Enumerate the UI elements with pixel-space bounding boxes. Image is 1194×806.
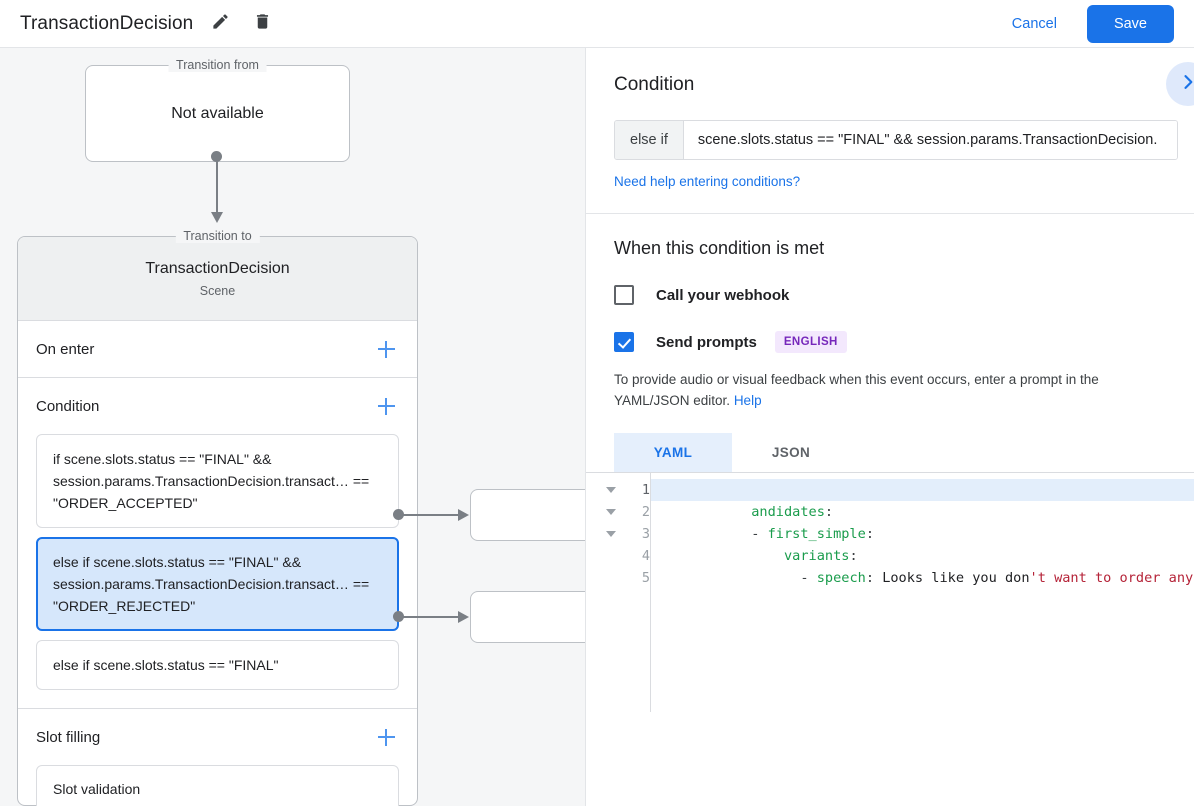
code-line: variants: — [651, 523, 1194, 564]
add-slot-filling-plus-icon[interactable] — [373, 724, 399, 750]
condition-detail-pane: Condition else if Need help entering con… — [585, 48, 1194, 806]
fold-toggle[interactable] — [598, 523, 624, 545]
when-condition-met-title: When this condition is met — [614, 238, 825, 258]
need-help-conditions-link[interactable]: Need help entering conditions? — [614, 174, 801, 189]
edge-line-rejected — [398, 616, 460, 618]
edge-arrow-accepted — [458, 509, 469, 521]
code-prefix: - — [751, 570, 817, 586]
scene-subtitle: Scene — [199, 283, 236, 298]
scene-header: TransactionDecision Scene — [18, 237, 417, 321]
help-link[interactable]: Help — [733, 393, 762, 408]
when-condition-met-section: When this condition is met Call your web… — [586, 214, 1194, 712]
detail-title: Condition — [614, 74, 695, 95]
delete-button[interactable] — [247, 9, 277, 39]
transition-to-card: Transition to TransactionDecision Scene … — [17, 229, 418, 806]
section-title-slot-filling: Slot filling — [36, 728, 101, 746]
target-box-accepted[interactable] — [470, 489, 585, 541]
code-prefix — [751, 548, 784, 564]
code-line: andidates: — [651, 479, 1194, 520]
code-prefix: - — [751, 526, 768, 542]
code-key: variants — [783, 548, 850, 564]
code-punc: : — [865, 570, 883, 586]
body-wrapper: Transition from Not available Transition… — [0, 48, 1194, 806]
scene-graph-pane: Transition from Not available Transition… — [0, 48, 585, 806]
condition-card[interactable]: if scene.slots.status == "FINAL" && sess… — [36, 434, 399, 528]
app-header: TransactionDecision Cancel Save — [0, 0, 1194, 48]
cancel-button[interactable]: Cancel — [996, 7, 1073, 41]
section-condition: Condition if scene.slots.status == "FINA… — [18, 378, 417, 709]
code-key: speech — [816, 570, 866, 586]
section-header-on-enter: On enter — [36, 321, 399, 377]
edit-button[interactable] — [205, 9, 235, 39]
yaml-code-editor[interactable]: 1 2 3 4 5 andidates: - first_simple: var… — [586, 472, 1194, 712]
line-number: 2 — [641, 504, 650, 520]
fold-toggle[interactable] — [598, 501, 624, 523]
code-key: andidates — [751, 504, 825, 520]
line-number: 3 — [641, 526, 650, 542]
edge-arrow-rejected — [458, 611, 469, 623]
chevron-down-icon — [606, 531, 616, 537]
transition-from-legend: Transition from — [168, 58, 267, 72]
fold-toggle[interactable] — [598, 479, 624, 501]
chevron-down-icon — [606, 509, 616, 515]
line-number: 1 — [641, 482, 650, 498]
tab-json[interactable]: JSON — [771, 445, 811, 460]
code-string: 't want to order anyt — [1029, 570, 1194, 586]
section-header-slot-filling: Slot filling — [36, 709, 399, 765]
transition-from-box: Transition from Not available — [85, 58, 350, 162]
send-prompts-checkbox[interactable] — [614, 332, 634, 352]
prompts-helper-text: To provide audio or visual feedback when… — [614, 369, 1174, 411]
line-number: 4 — [641, 548, 650, 564]
condition-input-row[interactable]: else if — [614, 120, 1178, 160]
tab-yaml[interactable]: YAML — [614, 433, 732, 472]
condition-expression-input[interactable] — [683, 121, 1177, 159]
header-actions: Cancel Save — [996, 4, 1194, 43]
editor-format-tabs: YAML JSON — [614, 433, 1166, 472]
trash-icon — [253, 12, 272, 36]
slot-validation-card[interactable]: Slot validation — [36, 765, 399, 806]
section-title-condition: Condition — [36, 397, 100, 415]
editor-code-area[interactable]: andidates: - first_simple: variants: - s… — [650, 473, 1194, 712]
section-title-on-enter: On enter — [36, 340, 95, 358]
page-title: TransactionDecision — [20, 12, 194, 34]
language-badge: ENGLISH — [774, 331, 847, 353]
section-on-enter: On enter — [18, 321, 417, 378]
connector-line — [216, 156, 218, 218]
transition-from-value: Not available — [171, 104, 264, 122]
webhook-row[interactable]: Call your webhook — [614, 285, 1166, 305]
section-slot-filling: Slot filling Slot validation — [18, 709, 417, 806]
condition-prefix-label: else if — [615, 121, 684, 159]
editor-line-numbers: 1 2 3 4 5 — [624, 473, 650, 712]
send-prompts-label: Send prompts — [656, 333, 757, 351]
send-prompts-row[interactable]: Send prompts ENGLISH — [614, 331, 1166, 353]
target-box-rejected[interactable] — [470, 591, 585, 643]
edge-line-accepted — [398, 514, 460, 516]
condition-card[interactable]: else if scene.slots.status == "FINAL" — [36, 640, 399, 690]
connector-arrow — [211, 212, 223, 223]
section-header-condition: Condition — [36, 378, 399, 434]
code-punc: : — [824, 504, 834, 520]
add-condition-plus-icon[interactable] — [373, 393, 399, 419]
scene-title: TransactionDecision — [145, 259, 290, 277]
save-button[interactable]: Save — [1086, 4, 1174, 43]
add-on-enter-plus-icon[interactable] — [373, 336, 399, 362]
chevron-right-icon — [1178, 72, 1194, 97]
expand-panel-button[interactable] — [1166, 62, 1194, 106]
condition-header-section: Condition else if Need help entering con… — [586, 48, 1194, 214]
code-plain: Looks like you don — [882, 570, 1030, 586]
condition-card[interactable]: else if scene.slots.status == "FINAL" &&… — [36, 537, 399, 631]
call-webhook-checkbox[interactable] — [614, 285, 634, 305]
chevron-down-icon — [606, 487, 616, 493]
code-punc: : — [849, 548, 858, 564]
transition-to-legend: Transition to — [175, 229, 260, 243]
code-line: - first_simple: — [651, 501, 1194, 542]
code-key: first_simple — [767, 526, 866, 542]
line-number: 5 — [641, 570, 650, 586]
code-punc: : — [865, 526, 874, 542]
code-line: - speech: Looks like you don't want to o… — [651, 545, 1194, 586]
helper-text-body: To provide audio or visual feedback when… — [614, 372, 1099, 408]
call-webhook-label: Call your webhook — [656, 286, 790, 304]
editor-fold-gutter — [598, 473, 624, 712]
pencil-icon — [211, 12, 230, 36]
